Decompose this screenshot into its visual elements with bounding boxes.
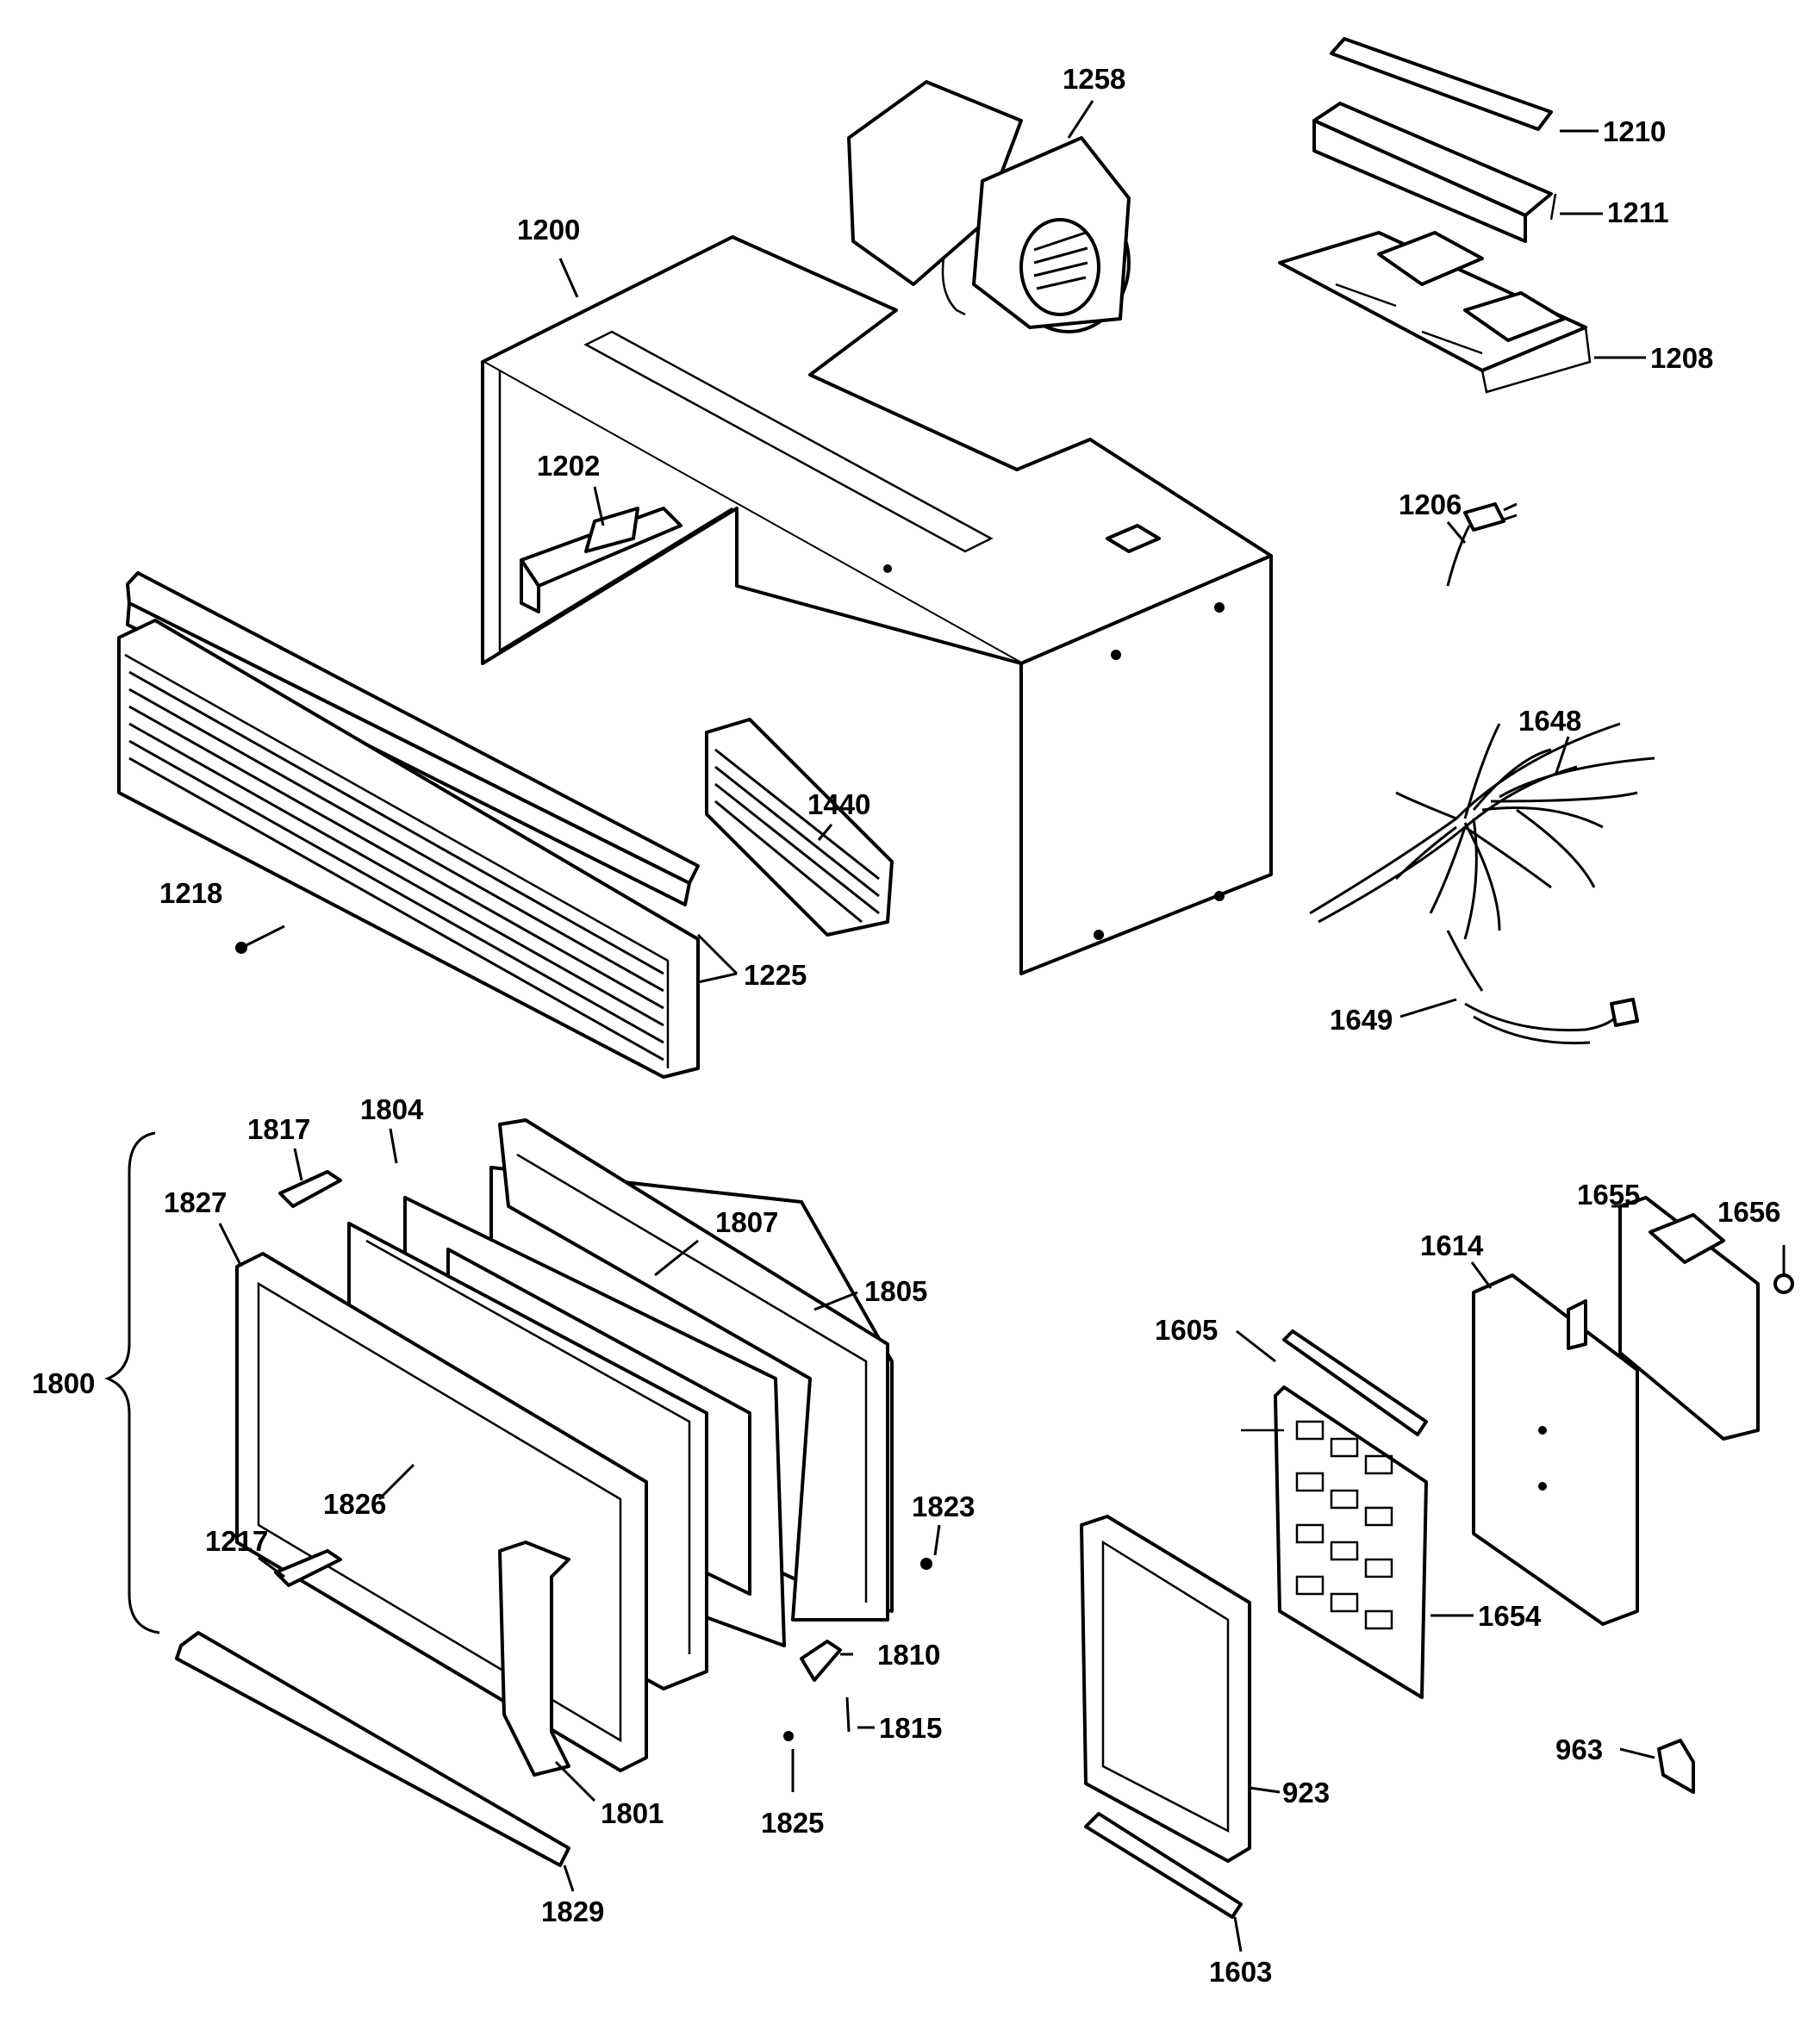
callout-1648: 1648	[1518, 705, 1581, 737]
vent-grille-insert	[705, 718, 894, 937]
callout-1206: 1206	[1399, 489, 1462, 520]
control-board	[1618, 1196, 1760, 1441]
callout-1225: 1225	[744, 959, 807, 991]
callout-1655: 1655	[1577, 1179, 1640, 1211]
callout-1440: 1440	[807, 788, 870, 820]
callout-1218: 1218	[159, 877, 222, 909]
power-cord	[1446, 502, 1518, 587]
damper-housing	[1312, 102, 1557, 243]
callout-1605: 1605	[1155, 1314, 1218, 1346]
exhaust-adaptor-plate	[1278, 231, 1592, 394]
blower-assembly	[847, 80, 1131, 333]
callout-1804: 1804	[360, 1093, 424, 1125]
display-window	[1282, 1329, 1428, 1436]
callout-1200: 1200	[517, 214, 580, 246]
callout-963: 963	[1555, 1734, 1603, 1765]
callout-1823: 1823	[912, 1491, 975, 1522]
callout-1217: 1217	[205, 1525, 268, 1557]
callout-1807: 1807	[715, 1206, 778, 1238]
callout-1649: 1649	[1330, 1004, 1393, 1036]
door-latch-parts	[783, 1558, 932, 1741]
door-bottom-trim	[175, 1631, 570, 1867]
hinge-lower	[274, 1549, 342, 1587]
callout-1826: 1826	[323, 1488, 386, 1520]
callout-1211: 1211	[1607, 196, 1669, 228]
control-panel-bracket	[1472, 1273, 1639, 1626]
wire-harness	[1309, 722, 1655, 992]
callout-1805: 1805	[864, 1275, 927, 1307]
damper-cover	[1330, 37, 1553, 131]
callout-1614: 1614	[1420, 1229, 1484, 1261]
callout-1801: 1801	[601, 1797, 664, 1829]
callout-1210: 1210	[1603, 115, 1666, 147]
callout-923: 923	[1282, 1777, 1330, 1808]
callout-1827: 1827	[164, 1186, 227, 1218]
callout-1654: 1654	[1478, 1600, 1542, 1632]
keypad-membrane	[1241, 1385, 1428, 1699]
jumper-wire	[1464, 998, 1639, 1045]
callout-1202: 1202	[537, 450, 600, 482]
door-frame	[498, 1118, 889, 1622]
mounting-bracket	[520, 507, 682, 613]
callout-1258: 1258	[1063, 63, 1125, 95]
callout-1208: 1208	[1650, 342, 1713, 374]
fuse	[1773, 1273, 1794, 1294]
door-handle	[498, 1541, 570, 1777]
grille-assembly	[117, 571, 700, 1079]
door-assembly-bracket	[103, 1131, 160, 1634]
callout-1810: 1810	[877, 1639, 940, 1671]
bracket-small	[1657, 1739, 1695, 1794]
hinge-upper	[278, 1170, 342, 1208]
leader-lines	[218, 100, 1786, 1952]
outer-case	[481, 235, 1273, 975]
callout-1656: 1656	[1717, 1196, 1780, 1228]
callout-1815: 1815	[879, 1712, 942, 1744]
callout-1603: 1603	[1209, 1956, 1272, 1988]
callout-1817: 1817	[247, 1113, 310, 1145]
control-trim	[1084, 1812, 1243, 1919]
callout-1825: 1825	[761, 1807, 824, 1839]
control-frame	[1080, 1515, 1251, 1863]
screw	[235, 924, 285, 954]
callout-1800: 1800	[32, 1367, 95, 1399]
callout-1829: 1829	[541, 1896, 604, 1927]
part-callouts: 1258 1210 1211 1200 1208 1202 1206 1648 …	[32, 63, 1780, 1988]
